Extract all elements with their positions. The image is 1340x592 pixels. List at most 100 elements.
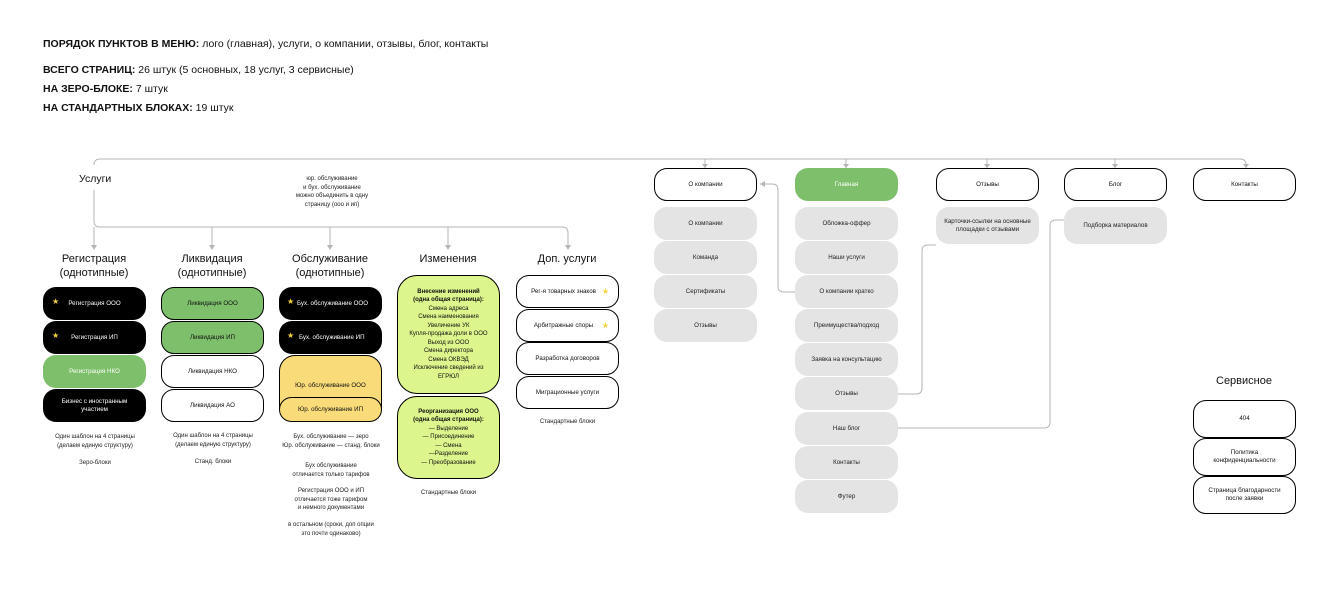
registration-note: Один шаблон на 4 страницы (делаем единую…: [55, 434, 135, 449]
home-item-about[interactable]: О компании кратко: [795, 275, 898, 308]
yur-ip-node[interactable]: Юр. обслуживание ИП: [279, 397, 382, 422]
blog-item-materials[interactable]: Подборка материалов: [1064, 207, 1167, 244]
maintenance-note-1: Бух. обслуживание — зеро Юр. обслуживани…: [282, 434, 380, 449]
changes-box-1-title: Внесение изменений (одна общая страница)…: [413, 288, 484, 304]
service-thanks-node[interactable]: Страница благодарности после заявки: [1193, 476, 1296, 514]
changes-box-1[interactable]: Внесение изменений (одна общая страница)…: [397, 275, 500, 394]
menu-order-line: ПОРЯДОК ПУНКТОВ В МЕНЮ: лого (главная), …: [43, 38, 488, 50]
total-pages-label: ВСЕГО СТРАНИЦ:: [43, 64, 136, 76]
liq-ip-label: Ликвидация ИП: [190, 333, 235, 341]
home-item-offer[interactable]: Обложка-оффер: [795, 207, 898, 240]
home-item-advantages[interactable]: Преимущества/подход: [795, 309, 898, 342]
merge-note: юр. обслуживание и бух. обслуживание мож…: [295, 176, 369, 208]
home-item-advantages-label: Преимущества/подход: [813, 321, 880, 329]
liquidation-note-std: Станд. блоки: [194, 459, 232, 465]
reg-foreign-label: Бизнес с иностранным участием: [61, 397, 128, 413]
reg-nko-node[interactable]: Регистрация НКО: [43, 355, 146, 388]
home-item-services-label: Наши услуги: [828, 253, 865, 261]
about-item-team[interactable]: Команда: [654, 241, 757, 274]
home-item-consultation[interactable]: Заявка на консультацию: [795, 343, 898, 376]
blog-item-materials-label: Подборка материалов: [1083, 221, 1148, 229]
reg-foreign-node[interactable]: Бизнес с иностранным участием: [43, 389, 146, 422]
extra-arbitration-label: Арбитражные споры: [533, 321, 594, 329]
reviews-node[interactable]: Отзывы: [936, 168, 1039, 201]
std-block-line: НА СТАНДАРТНЫХ БЛОКАХ: 19 штук: [43, 102, 233, 114]
menu-order-label: ПОРЯДОК ПУНКТОВ В МЕНЮ:: [43, 38, 200, 50]
home-item-footer[interactable]: Футер: [795, 480, 898, 513]
maintenance-note-2: Бух обслуживание отличается только тариф…: [292, 463, 370, 478]
extra-trademark-label: Рег-я товарных знаков: [531, 287, 596, 295]
extra-migration-label: Миграционные услуги: [535, 388, 600, 396]
maintenance-note-3: Регистрация ООО и ИП отличается тоже тар…: [294, 488, 368, 511]
maintenance-title: Обслуживание (однотипные): [292, 253, 368, 279]
about-item-company[interactable]: О компании: [654, 207, 757, 240]
star-icon: ★: [287, 331, 295, 340]
home-item-reviews-label: Отзывы: [835, 389, 858, 397]
extra-contracts-node[interactable]: Разработка договоров: [516, 342, 619, 375]
about-item-reviews[interactable]: Отзывы: [654, 309, 757, 342]
about-item-team-label: Команда: [692, 253, 719, 261]
buh-ooo-node[interactable]: ★ Бух. обслуживание ООО: [279, 287, 382, 320]
yur-ooo-node[interactable]: Юр. обслуживание ООО: [279, 375, 382, 397]
liq-ip-node[interactable]: Ликвидация ИП: [161, 321, 264, 354]
star-icon: ★: [601, 321, 609, 330]
reg-ip-node[interactable]: ★ Регистрация ИП: [43, 321, 146, 354]
home-item-reviews[interactable]: Отзывы: [795, 377, 898, 410]
changes-title: Изменения: [419, 253, 477, 265]
liquidation-title: Ликвидация (однотипные): [177, 253, 247, 279]
yur-ooo-label: Юр. обслуживание ООО: [295, 382, 366, 389]
extra-contracts-label: Разработка договоров: [535, 354, 600, 362]
service-404-label: 404: [1239, 415, 1250, 422]
home-item-services[interactable]: Наши услуги: [795, 241, 898, 274]
reg-nko-label: Регистрация НКО: [69, 367, 120, 375]
menu-order-value: лого (главная), услуги, о компании, отзы…: [199, 38, 489, 50]
extra-note: Стандартные блоки: [539, 419, 596, 425]
blog-title: Блог: [1108, 180, 1123, 188]
home-item-about-label: О компании кратко: [819, 287, 874, 295]
liq-ooo-label: Ликвидация ООО: [187, 299, 238, 307]
star-icon: ★: [52, 297, 60, 306]
changes-box-1-lines: Смена адреса Смена наименования Увеличен…: [409, 305, 488, 380]
reviews-item-cards[interactable]: Карточки-ссылки на основные площадки с о…: [936, 207, 1039, 244]
about-item-certificates[interactable]: Сертификаты: [654, 275, 757, 308]
services-title: Услуги: [79, 173, 112, 185]
extra-migration-node[interactable]: Миграционные услуги: [516, 376, 619, 409]
reg-ooo-node[interactable]: ★ Регистрация ООО: [43, 287, 146, 320]
changes-box-2[interactable]: Реорганизация ООО (одна общая страница):…: [397, 396, 500, 479]
blog-node[interactable]: Блог: [1064, 168, 1167, 201]
about-item-reviews-label: Отзывы: [694, 321, 717, 329]
about-item-certificates-label: Сертификаты: [685, 287, 726, 295]
buh-ip-label: Бух. обслуживание ИП: [299, 333, 365, 341]
extra-trademark-node[interactable]: Рег-я товарных знаков ★: [516, 275, 619, 308]
buh-ip-node[interactable]: ★ Бух. обслуживание ИП: [279, 321, 382, 354]
home-node[interactable]: Главная: [795, 168, 898, 201]
registration-title: Регистрация (однотипные): [59, 253, 129, 279]
service-404-node[interactable]: 404: [1193, 400, 1296, 438]
changes-note: Стандартные блоки: [420, 490, 477, 496]
about-node[interactable]: О компании: [654, 168, 757, 201]
home-item-blog[interactable]: Наш блог: [795, 412, 898, 445]
about-item-company-label: О компании: [688, 219, 723, 227]
liq-nko-node[interactable]: Ликвидация НКО: [161, 355, 264, 388]
service-pages-title: Сервисное: [1216, 375, 1272, 387]
changes-box-2-lines: — Выделение — Присоединение — Смена —Раз…: [421, 425, 476, 466]
liq-ooo-node[interactable]: Ликвидация ООО: [161, 287, 264, 320]
service-privacy-node[interactable]: Политика конфиденциальности: [1193, 438, 1296, 476]
buh-ooo-label: Бух. обслуживание ООО: [297, 299, 369, 307]
home-item-contacts[interactable]: Контакты: [795, 446, 898, 479]
reviews-item-cards-label: Карточки-ссылки на основные площадки с о…: [944, 217, 1031, 233]
registration-note-zero: Зеро-блоки: [79, 460, 111, 466]
reviews-title: Отзывы: [976, 180, 999, 188]
zero-block-value: 7 штук: [132, 83, 168, 95]
contacts-title: Контакты: [1231, 180, 1258, 188]
liq-ao-node[interactable]: Ликвидация АО: [161, 389, 264, 422]
home-item-footer-label: Футер: [837, 492, 856, 500]
contacts-node[interactable]: Контакты: [1193, 168, 1296, 201]
maintenance-note-4: в остальном (сроки, доп опции это почти …: [288, 522, 374, 537]
total-pages-line: ВСЕГО СТРАНИЦ: 26 штук (5 основных, 18 у…: [43, 64, 354, 76]
star-icon: ★: [52, 331, 60, 340]
std-block-label: НА СТАНДАРТНЫХ БЛОКАХ:: [43, 102, 193, 114]
home-item-consultation-label: Заявка на консультацию: [811, 355, 882, 363]
extra-title: Доп. услуги: [537, 253, 597, 265]
extra-arbitration-node[interactable]: Арбитражные споры ★: [516, 309, 619, 342]
